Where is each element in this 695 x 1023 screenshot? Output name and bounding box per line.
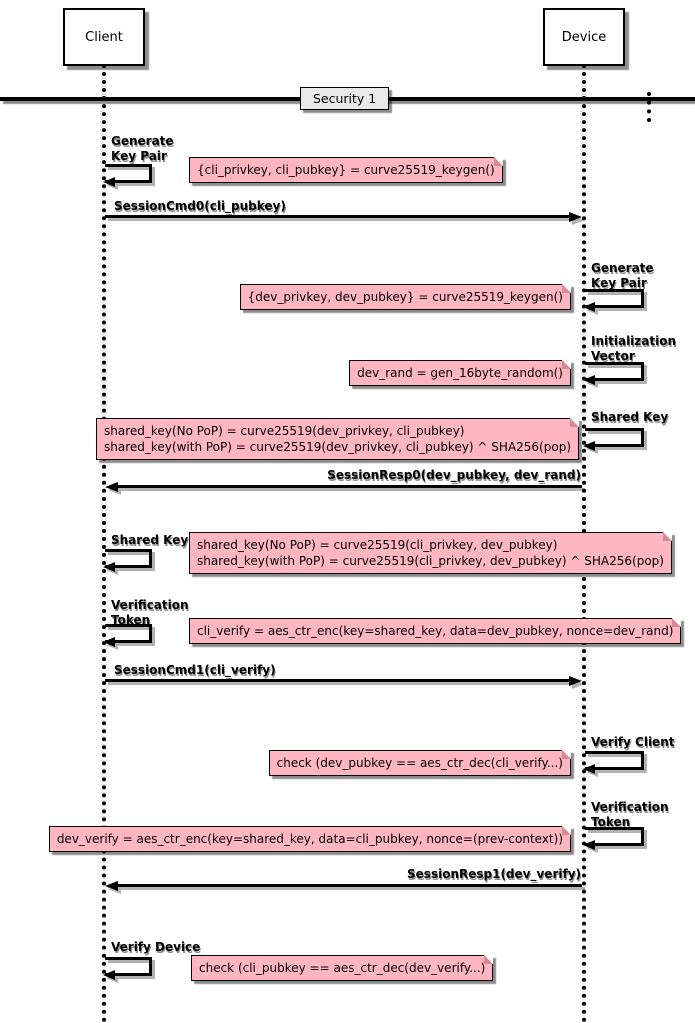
activity-label-client-verify-device: Verify Device bbox=[111, 940, 201, 954]
self-arrow-client-generate-keypair bbox=[103, 164, 152, 187]
self-arrow-client-verify-device bbox=[103, 957, 152, 980]
note-dev-rand: dev_rand = gen_16byte_random() bbox=[349, 360, 571, 387]
self-arrow-client-verification-token bbox=[103, 624, 152, 647]
message-arrow-session-resp0 bbox=[117, 485, 582, 488]
note-shared-key-device: shared_key(No PoP) = curve25519(dev_priv… bbox=[96, 418, 579, 461]
note-check-client: check (dev_pubkey == aes_ctr_dec(cli_ver… bbox=[268, 750, 572, 777]
message-label-session-resp1: SessionResp1(dev_verify) bbox=[407, 867, 581, 881]
actor-client: Client bbox=[63, 8, 145, 66]
actor-device: Device bbox=[543, 8, 625, 66]
message-arrow-session-cmd0 bbox=[105, 215, 570, 218]
message-label-session-cmd0: SessionCmd0(cli_pubkey) bbox=[114, 199, 286, 213]
note-shared-key-client: shared_key(No PoP) = curve25519(cli_priv… bbox=[189, 532, 672, 575]
note-cli-keygen: {cli_privkey, cli_pubkey} = curve25519_k… bbox=[189, 157, 503, 184]
self-arrow-device-verification-token bbox=[583, 827, 644, 850]
activity-label-device-verification-token: Verification Token bbox=[591, 800, 669, 829]
self-arrow-device-generate-keypair bbox=[583, 289, 644, 312]
actor-device-label: Device bbox=[561, 29, 607, 45]
separator-label: Security 1 bbox=[300, 87, 390, 110]
activity-label-device-shared-key: Shared Key bbox=[591, 410, 669, 424]
activity-label-client-shared-key: Shared Key bbox=[111, 533, 189, 547]
activity-label-device-verify-client: Verify Client bbox=[591, 735, 675, 749]
message-arrow-session-cmd1 bbox=[105, 679, 570, 682]
message-label-session-cmd1: SessionCmd1(cli_verify) bbox=[114, 663, 276, 677]
self-arrow-device-verify-client bbox=[583, 751, 644, 774]
separator-edge-dots bbox=[647, 92, 651, 122]
message-arrow-session-resp1 bbox=[117, 884, 582, 887]
self-arrow-client-shared-key bbox=[103, 549, 152, 572]
lifeline-client bbox=[102, 64, 106, 1023]
activity-label-device-generate-keypair: Generate Key Pair bbox=[591, 261, 654, 290]
activity-label-client-verification-token: Verification Token bbox=[111, 598, 189, 627]
note-dev-verify: dev_verify = aes_ctr_enc(key=shared_key,… bbox=[48, 826, 572, 853]
activity-label-client-generate-keypair: Generate Key Pair bbox=[111, 134, 174, 163]
self-arrow-device-init-vector bbox=[583, 362, 644, 385]
activity-label-device-init-vector: Initialization Vector bbox=[591, 334, 677, 363]
note-dev-keygen: {dev_privkey, dev_pubkey} = curve25519_k… bbox=[239, 284, 572, 311]
actor-client-label: Client bbox=[85, 29, 123, 45]
note-check-device: check (cli_pubkey == aes_ctr_dec(dev_ver… bbox=[191, 955, 494, 982]
message-label-session-resp0: SessionResp0(dev_pubkey, dev_rand) bbox=[327, 468, 581, 482]
self-arrow-device-shared-key bbox=[583, 428, 644, 451]
note-cli-verify: cli_verify = aes_ctr_enc(key=shared_key,… bbox=[189, 618, 682, 645]
